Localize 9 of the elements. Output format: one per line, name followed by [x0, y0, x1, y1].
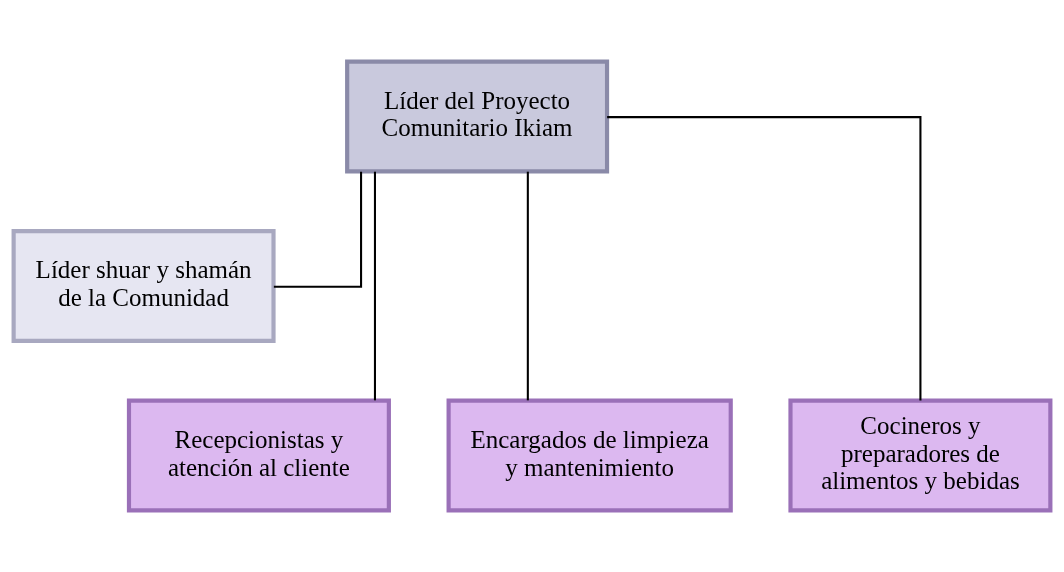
- node-box: Cocineros y preparadores de alimentos y bebidas: [788, 398, 1053, 513]
- node-box: Líder del Proyecto Comunitario Ikiam: [345, 59, 610, 174]
- node-box: Líder shuar y shamán de la Comunidad: [11, 229, 276, 343]
- connector: [526, 171, 529, 401]
- connector: [273, 171, 363, 288]
- node-box: Recepcionistas y atención al cliente: [126, 398, 391, 513]
- connector: [373, 171, 376, 401]
- node-box: Encargados de limpieza y mantenimiento: [446, 398, 733, 513]
- connector: [607, 116, 922, 401]
